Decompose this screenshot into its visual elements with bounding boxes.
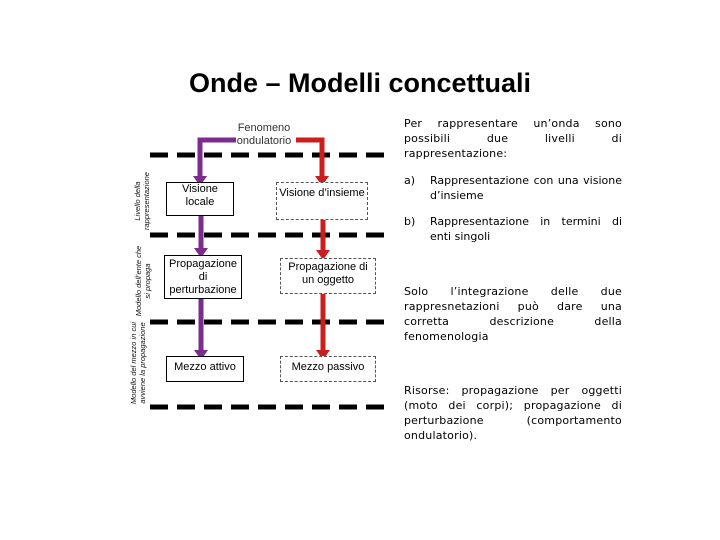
list-item-text: Rappresentazione con una visione d’insie… — [430, 174, 622, 202]
integration-text: Solo l’integrazione delle due rappresnet… — [404, 285, 622, 343]
visione-locale-box: Visione locale — [166, 182, 234, 216]
arrowhead-visione-insieme — [315, 176, 329, 186]
mezzo-attivo-box: Mezzo attivo — [166, 356, 244, 382]
page-title: Onde – Modelli concettuali — [188, 68, 532, 98]
list-marker: a) — [404, 174, 416, 187]
propagazione-perturbazione-box: Propagazione di perturbazione — [164, 255, 242, 299]
visione-insieme-box: Visione d’insieme — [276, 182, 368, 220]
arrow-to-visione-insieme — [296, 137, 325, 178]
list-item-text: Rappresentazione in termini di enti sing… — [430, 215, 622, 243]
arrowhead-mezzo-attivo — [194, 350, 208, 360]
list-marker: b) — [404, 215, 416, 228]
arrowhead-propagazione-oggetto — [316, 250, 330, 260]
intro-text: Per rappresentare un’onda sono possibili… — [404, 117, 622, 160]
side-label-livello: Livello della rappresentazione — [133, 172, 151, 230]
arrow-to-visione-locale — [197, 137, 236, 178]
arrowhead-visione-locale — [193, 176, 207, 186]
propagazione-oggetto-box: Propagazione di un oggetto — [280, 258, 376, 294]
resources-text: Risorse: propagazione per oggetti (moto … — [404, 384, 622, 442]
fenomeno-ondulatorio-label: Fenomeno ondulatorio — [236, 122, 292, 147]
side-label-ente: Modello dell’ente che si propaga — [134, 245, 152, 317]
list-item-b: b) Rappresentazione in termini di enti s… — [404, 214, 622, 246]
arrowhead-mezzo-passivo — [316, 350, 330, 360]
arrowhead-propagazione-perturbazione — [194, 248, 208, 258]
mezzo-passivo-box: Mezzo passivo — [280, 356, 376, 382]
side-label-mezzo: Modello del mezzo in cui avviene la prop… — [129, 321, 147, 405]
list-item-a: a) Rappresentazione con una visione d’in… — [404, 173, 622, 205]
